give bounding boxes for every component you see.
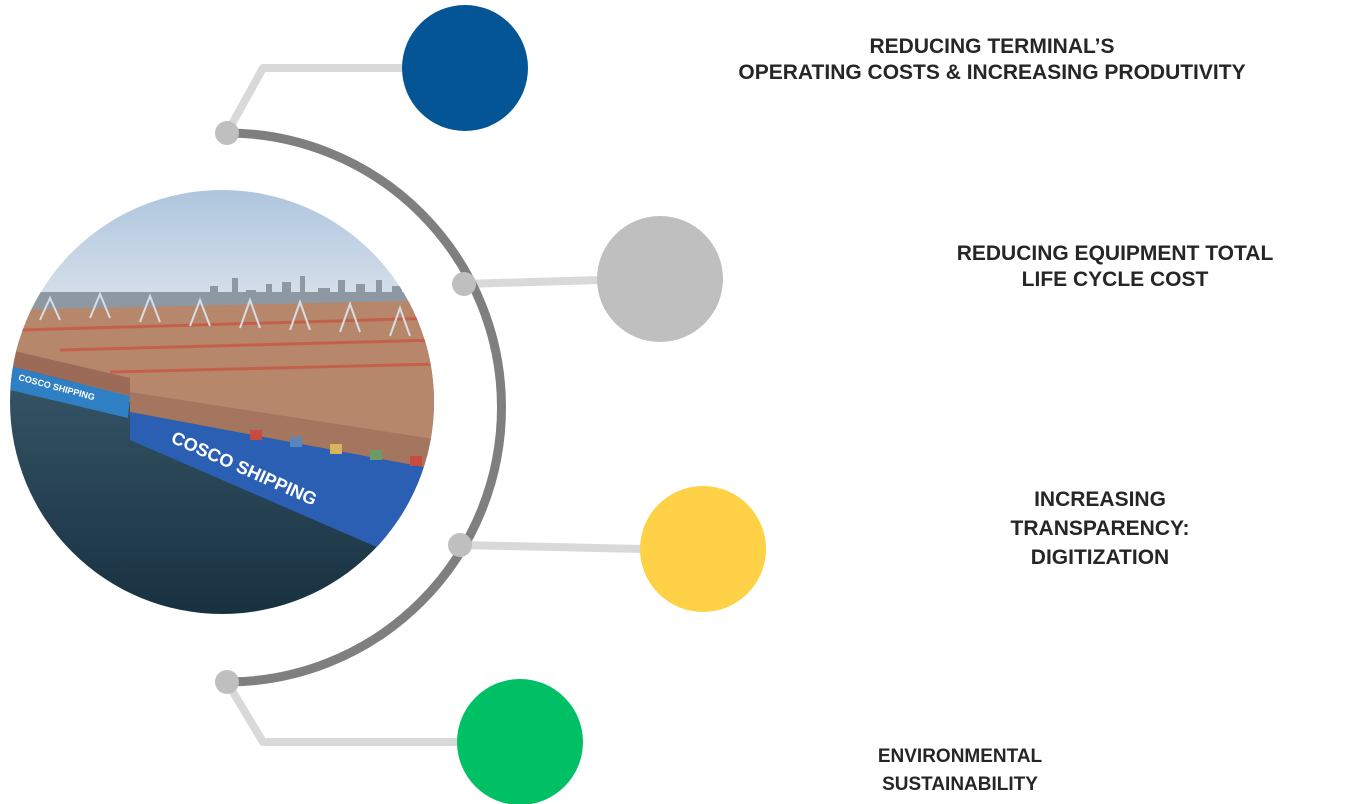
junction-dot-4: [215, 670, 239, 694]
label-2-line-2: LIFE CYCLE COST: [1021, 268, 1209, 291]
label-4-line-2: SUSTAINABILITY: [882, 774, 1038, 795]
container-stacks: [19, 316, 434, 374]
label-1-line-2: OPERATING COSTS & INCREASING PRODUTIVITY: [738, 61, 1246, 84]
connector-line-3: [456, 541, 646, 553]
label-3-line-1: INCREASING: [1034, 488, 1166, 511]
label-1-line-1: REDUCING TERMINAL’S: [869, 35, 1115, 58]
ship-2-cargo: [130, 392, 434, 470]
junction-dot-2: [452, 272, 476, 296]
label-transparency: INCREASING TRANSPARENCY: DIGITIZATION: [920, 485, 1280, 572]
connector-lines: [223, 64, 646, 746]
main-arc: [226, 128, 506, 687]
label-4-line-1: ENVIRONMENTAL: [877, 746, 1043, 767]
connector-line-1: [223, 64, 409, 137]
junction-dot-3: [448, 533, 472, 557]
node-circle-1: [402, 5, 528, 131]
node-circle-3: [640, 486, 766, 612]
node-circle-4: [457, 679, 583, 804]
label-life-cycle-cost: REDUCING EQUIPMENT TOTAL LIFE CYCLE COST: [865, 241, 1365, 293]
ship-2-containers: [250, 430, 422, 466]
node-circle-2: [597, 216, 723, 342]
label-operating-costs: REDUCING TERMINAL’S OPERATING COSTS & IN…: [600, 34, 1366, 86]
label-3-line-2: TRANSPARENCY:: [1010, 517, 1190, 540]
junction-dots: [215, 121, 476, 694]
cranes: [39, 291, 411, 337]
ship-1-hull: [10, 366, 130, 418]
ship-1-cargo: [10, 350, 130, 396]
label-2-line-1: REDUCING EQUIPMENT TOTAL: [956, 242, 1274, 265]
photo-sky: [10, 190, 434, 300]
label-sustainability: ENVIRONMENTAL SUSTAINABILITY: [800, 743, 1120, 799]
port-photo: COSCO SHIPPING COSCO SHIPPING: [10, 190, 434, 614]
label-3-line-3: DIGITIZATION: [1030, 546, 1170, 569]
ship-2-hull: [130, 412, 434, 560]
connector-line-2: [460, 276, 604, 288]
junction-dot-1: [215, 121, 239, 145]
connector-line-4: [223, 678, 466, 746]
container-yard: [10, 300, 434, 460]
